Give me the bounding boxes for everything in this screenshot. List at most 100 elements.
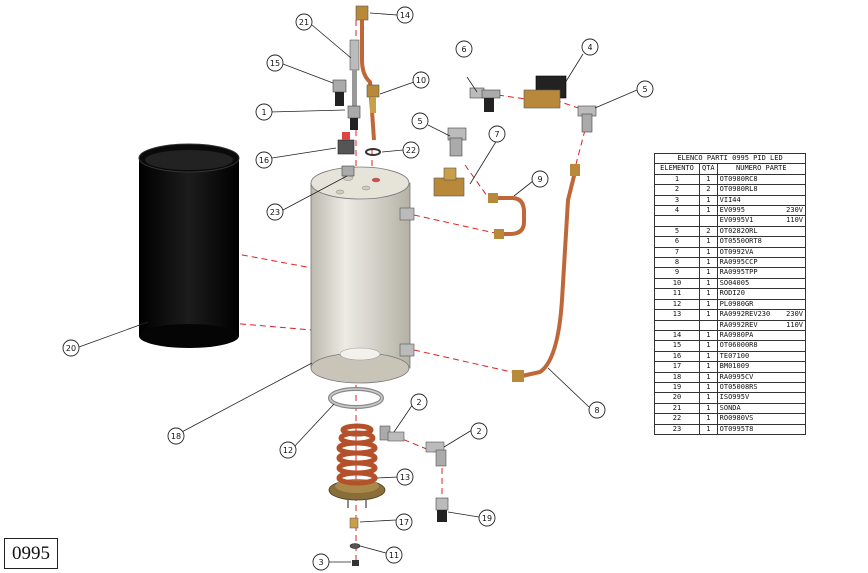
row-qta: 1 — [699, 277, 718, 290]
callout-7: 7 — [488, 125, 506, 143]
part-number: ISO995V — [719, 393, 750, 402]
part-23-fitting — [341, 165, 355, 177]
callout-11: 11 — [385, 546, 403, 564]
row-numero-parte: ISO995V — [716, 392, 807, 404]
row-numero-parte: OT0550ORT8 — [716, 236, 807, 248]
row-numero-parte: RA0995CV — [716, 371, 807, 383]
part-18-boiler-tank — [310, 166, 415, 384]
svg-text:22: 22 — [406, 146, 416, 155]
svg-text:7: 7 — [494, 130, 499, 139]
part-7-valve — [433, 167, 465, 197]
row-qta: 2 — [699, 184, 718, 196]
header-numero-parte: NUMERO PARTE — [716, 163, 807, 175]
part-number: SO04005 — [719, 278, 750, 287]
part-17-connector — [349, 517, 359, 529]
row-qta: 1 — [699, 350, 718, 363]
row-qta: 1 — [699, 371, 718, 383]
part-number: OT0995T8 — [719, 424, 754, 433]
row-numero-parte: RA0995CCP — [716, 257, 807, 269]
row-numero-parte: OT05008RS — [716, 381, 807, 394]
part-16-thermostat — [337, 132, 355, 155]
part-number: OT0282ORL — [719, 226, 758, 235]
row-numero-parte: TE07100 — [716, 350, 807, 363]
row-qta: 1 — [699, 402, 718, 415]
row-qta: 1 — [699, 423, 718, 435]
row-elemento: 8 — [654, 257, 700, 269]
row-numero-parte: PL0980GR — [716, 298, 807, 311]
part-14-pipe — [355, 5, 376, 141]
part-5-elbow-right — [577, 105, 597, 133]
callout-17: 17 — [395, 513, 413, 531]
part-number: EV0995V1 — [719, 216, 754, 225]
row-elemento: 11 — [654, 288, 700, 300]
row-qta: 1 — [699, 205, 718, 217]
part-22-oring — [365, 148, 381, 156]
callout-14: 14 — [396, 6, 414, 24]
svg-text:16: 16 — [259, 156, 269, 165]
svg-text:10: 10 — [416, 76, 426, 85]
part-19-fitting — [435, 497, 449, 522]
svg-text:17: 17 — [399, 518, 409, 527]
part-11-washer — [349, 543, 361, 549]
callout-8: 8 — [588, 401, 606, 419]
part-number: RODI20 — [719, 289, 745, 298]
callout-5b: 5 — [411, 112, 429, 130]
part-4-solenoid-valve — [523, 75, 567, 109]
svg-text:19: 19 — [482, 514, 492, 523]
callout-15: 15 — [266, 54, 284, 72]
part-2-elbow-fitting-b — [425, 441, 447, 467]
row-numero-parte: RA0980PA — [716, 329, 807, 342]
row-numero-parte: OT06000R8 — [716, 340, 807, 352]
row-numero-parte: VII44 — [716, 194, 807, 207]
row-qta: 1 — [699, 257, 718, 269]
row-qta: 1 — [699, 340, 718, 352]
voltage-note: 110V — [786, 216, 803, 225]
row-qta: 1 — [699, 173, 718, 186]
drawing-number-box: 0995 — [4, 538, 58, 569]
row-numero-parte: BM01009 — [716, 361, 807, 373]
part-number: RA0992REV230 — [719, 310, 771, 319]
row-numero-parte: SONDA — [716, 402, 807, 415]
part-9-pipe — [488, 193, 526, 239]
row-qta: 1 — [699, 288, 718, 300]
header-elemento: ELEMENTO — [654, 163, 700, 175]
part-number: BM01009 — [719, 362, 750, 371]
row-qta: 2 — [699, 225, 718, 238]
part-number: OT0550ORT8 — [719, 237, 762, 246]
row-numero-parte: RA0995TPP — [716, 267, 807, 279]
callout-4: 4 — [581, 38, 599, 56]
part-3-screw — [352, 560, 359, 566]
callout-18: 18 — [167, 427, 185, 445]
row-elemento: 20 — [654, 392, 700, 404]
callout-22: 22 — [402, 141, 420, 159]
row-elemento: 4 — [654, 205, 700, 217]
row-elemento: 19 — [654, 381, 700, 394]
part-number: OT06000R8 — [719, 341, 758, 350]
svg-text:13: 13 — [400, 473, 410, 482]
callout-12: 12 — [279, 441, 297, 459]
svg-text:6: 6 — [461, 45, 466, 54]
callout-bubbles: 1 2 2 3 4 5 5 6 7 8 9 10 11 12 13 14 15 … — [62, 6, 654, 571]
part-number: TE07100 — [719, 351, 750, 360]
part-2-elbow-fitting-a — [379, 425, 405, 442]
part-number: OT05008RS — [719, 382, 758, 391]
part-number: RO0980VS — [719, 414, 754, 423]
svg-text:2: 2 — [476, 427, 481, 436]
svg-text:9: 9 — [537, 175, 542, 184]
part-10-fitting — [366, 84, 380, 113]
svg-text:23: 23 — [270, 208, 280, 217]
